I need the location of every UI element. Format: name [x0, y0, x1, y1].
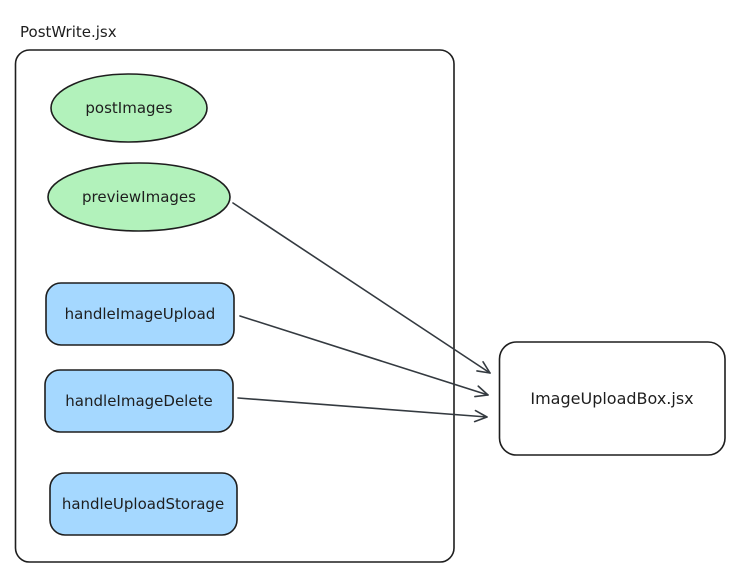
previewimages-ellipse[interactable] — [47, 162, 231, 232]
node-handleimageupload[interactable]: handleImageUpload — [45, 282, 235, 346]
imageuploadbox-rect[interactable] — [498, 341, 726, 456]
container-title: PostWrite.jsx — [20, 23, 117, 41]
handleimageupload-rect[interactable] — [45, 282, 235, 346]
node-imageuploadbox[interactable]: ImageUploadBox.jsx — [498, 341, 726, 456]
node-postimages[interactable]: postImages — [50, 73, 208, 143]
edge-previewimages-to-imageuploadbox[interactable] — [232, 202, 491, 374]
previewimages-label: previewImages — [82, 188, 196, 206]
postimages-ellipse[interactable] — [50, 73, 208, 143]
node-handleimagedelete[interactable]: handleImageDelete — [44, 369, 234, 433]
postwrite-container-box[interactable] — [14, 49, 455, 563]
edge-handleimagedelete-to-imageuploadbox[interactable] — [237, 397, 488, 423]
handleuploadstorage-label: handleUploadStorage — [62, 495, 224, 513]
handleuploadstorage-rect[interactable] — [49, 472, 238, 536]
handleimageupload-label: handleImageUpload — [65, 305, 216, 323]
node-previewimages[interactable]: previewImages — [47, 162, 231, 232]
imageuploadbox-label: ImageUploadBox.jsx — [530, 389, 693, 408]
postimages-label: postImages — [85, 99, 172, 117]
edge-handleimageupload-to-imageuploadbox[interactable] — [239, 315, 489, 398]
handleimagedelete-rect[interactable] — [44, 369, 234, 433]
handleimagedelete-label: handleImageDelete — [65, 392, 212, 410]
node-handleuploadstorage[interactable]: handleUploadStorage — [49, 472, 238, 536]
